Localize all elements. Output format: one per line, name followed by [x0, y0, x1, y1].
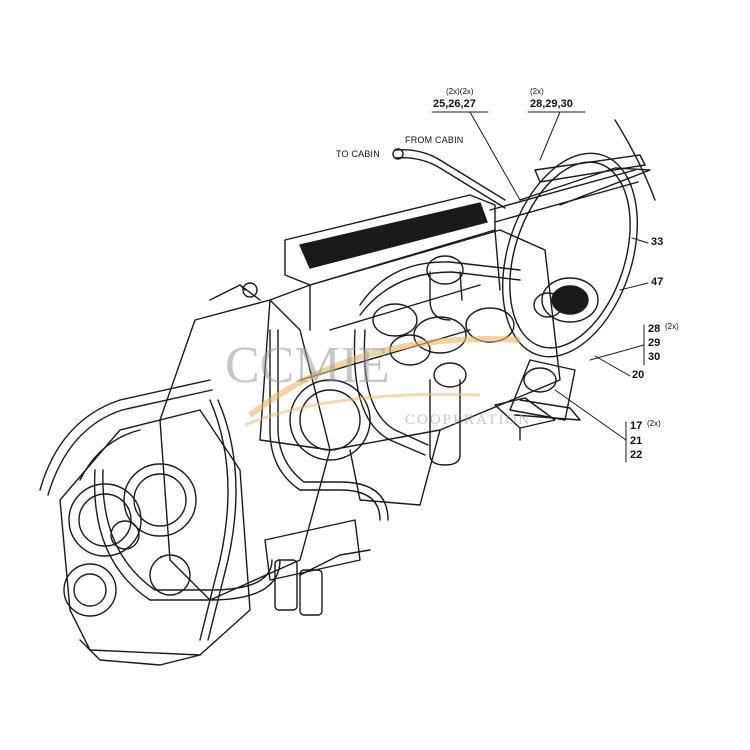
callout-28-30: 28,29,30 [530, 98, 573, 110]
callout-stack-17-qty: (2x) [647, 419, 661, 428]
engine-mount [494, 397, 556, 441]
callout-20: 20 [632, 369, 645, 381]
callout-33: 33 [651, 236, 664, 248]
valve-cover [284, 194, 501, 331]
alternator [509, 277, 599, 421]
callout-stack-22: 22 [630, 449, 643, 461]
callout-stack-29: 29 [648, 337, 661, 349]
to-cabin-label: TO CABIN [336, 149, 380, 159]
turbo-cluster [372, 255, 515, 466]
callout-stack-28: 28 [648, 323, 661, 335]
watermark-sub: COOPERATION [405, 412, 532, 428]
callout-25-27-qty: (2x)(2x) [446, 87, 474, 96]
intake-hose [353, 261, 521, 456]
top-pipe [489, 154, 646, 223]
callout-stack-21: 21 [630, 435, 643, 447]
fan-shroud [501, 119, 656, 358]
callout-stack-17: 17 [630, 420, 643, 432]
callout-stack-28-qty: (2x) [665, 322, 679, 331]
transmission-hoses [39, 329, 389, 641]
callout-28-30-qty: (2x) [530, 87, 544, 96]
transmission-housing [59, 409, 251, 666]
cabin-hoses [392, 148, 506, 209]
callout-25-27: 25,26,27 [433, 98, 476, 110]
callout-stack-30: 30 [648, 351, 661, 363]
from-cabin-label: FROM CABIN [405, 135, 464, 145]
leader-lines [431, 111, 649, 463]
callout-47: 47 [651, 276, 664, 288]
watermark-swoosh [244, 335, 521, 427]
watermark-brand: CCMIE [225, 337, 390, 394]
flywheel-housing [159, 282, 371, 601]
